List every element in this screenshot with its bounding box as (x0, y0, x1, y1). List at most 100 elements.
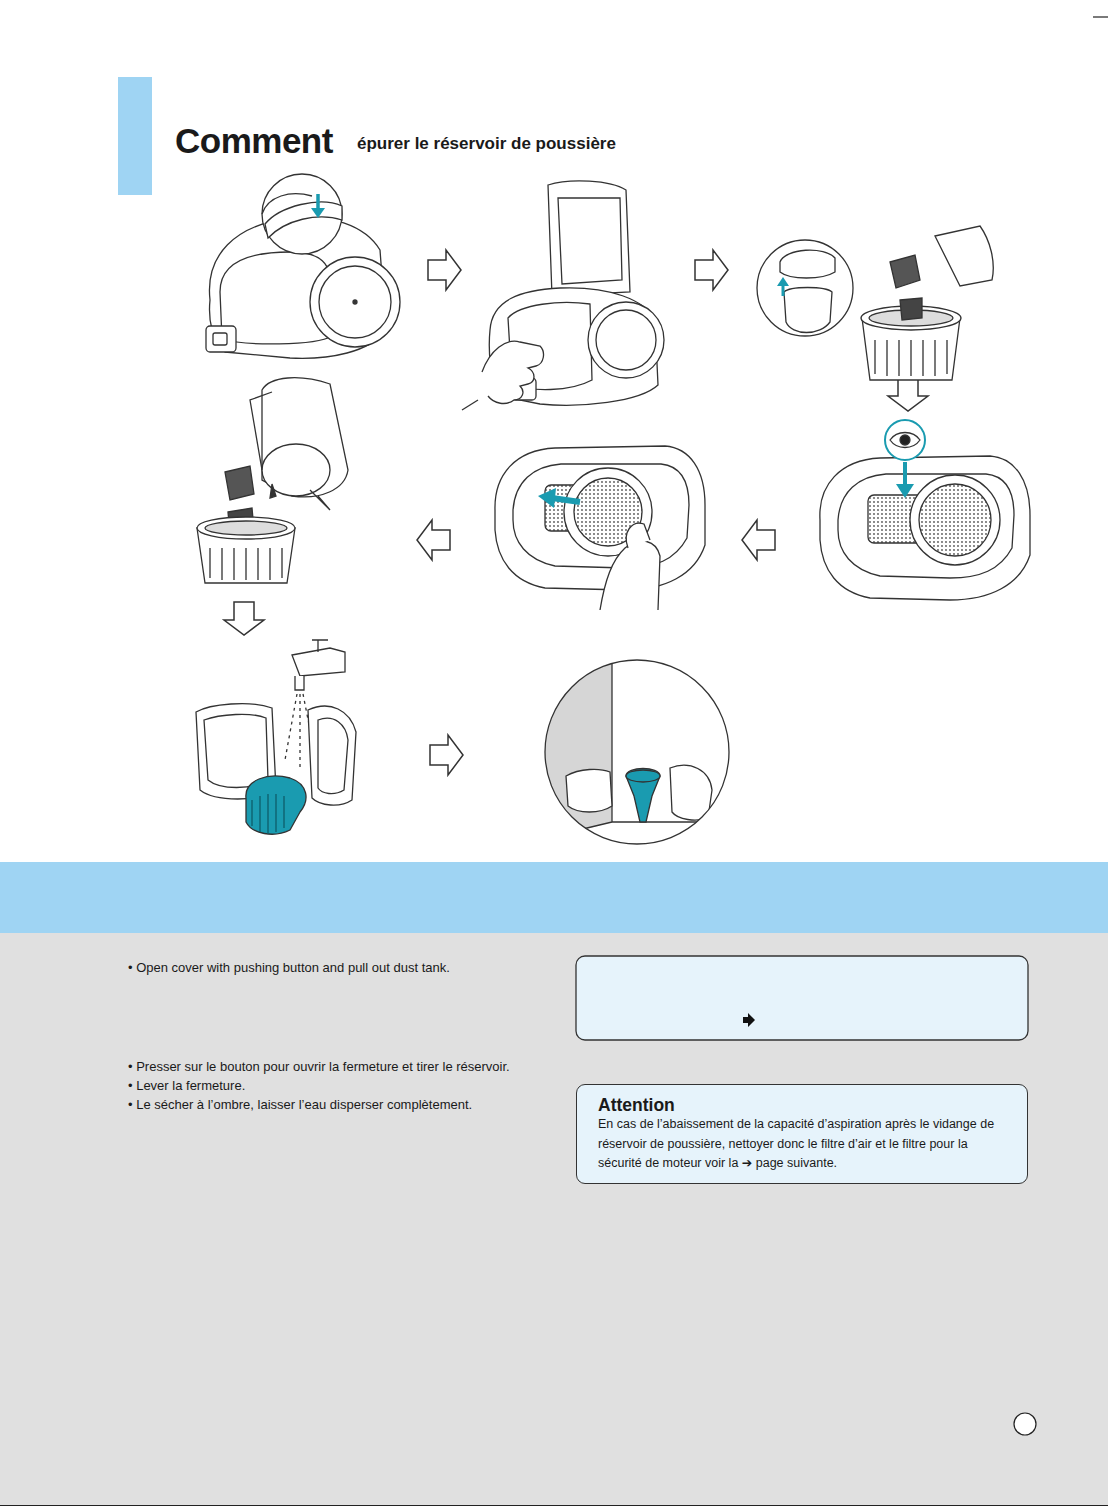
vacuum-open-part (588, 302, 664, 378)
tank-separation-part (875, 340, 947, 376)
washing-part (295, 676, 304, 690)
filter-housing-part (820, 456, 1030, 600)
tank-separation (757, 226, 993, 380)
tank-separation-part (935, 226, 993, 286)
vacuum-closed-part (213, 333, 227, 345)
vacuum-closed-part (262, 174, 342, 254)
attention-heading: Attention (598, 1095, 1011, 1115)
drying-part-part (545, 660, 612, 840)
filter-housing-part (838, 474, 1014, 578)
washing-part (246, 776, 306, 834)
filter-housing-part (910, 475, 1000, 565)
pull-arrow-part (552, 498, 580, 502)
instruction: • Open cover with pushing button and pul… (128, 960, 450, 976)
filter-housing-part (900, 435, 910, 445)
vacuum-closed-part (265, 202, 342, 238)
vacuum-open-part (462, 400, 478, 410)
filter-housing-part (885, 420, 925, 460)
pull-arrow (538, 488, 580, 508)
tank-separation-part (900, 298, 922, 320)
tank-emptying-part (250, 392, 272, 470)
note-box-part (576, 956, 1028, 1040)
vacuum-closed-part (310, 257, 400, 347)
page-furniture-part (118, 77, 152, 195)
press-arrow-part (311, 208, 325, 218)
page-furniture-part (0, 862, 1108, 933)
washing-part (312, 640, 328, 652)
tank-separation-part (784, 288, 832, 333)
tank-emptying-part (210, 548, 282, 580)
tank-emptying-part (310, 490, 330, 510)
instruction: • Presser sur le bouton pour ouvrir la f… (128, 1059, 510, 1075)
step-arrow-part (742, 520, 775, 560)
washing-part (292, 648, 345, 676)
washing-part (252, 794, 284, 834)
tank-separation-part (780, 250, 835, 278)
page-title: Comment (175, 120, 333, 162)
drying-part-part (566, 769, 612, 812)
step-arrow-part (224, 602, 264, 635)
drying-part-part (545, 660, 729, 844)
press-arrow (311, 194, 325, 218)
filter-removal-part (564, 468, 652, 556)
tank-emptying-part (197, 517, 295, 539)
look-arrow-part (896, 484, 914, 498)
vacuum-closed-part (353, 300, 357, 304)
page-furniture-part (0, 933, 1108, 1505)
lift-arrow (777, 277, 789, 296)
instruction: • Le sécher à l’ombre, laisser l’eau dis… (128, 1097, 472, 1113)
lift-arrow-part (777, 277, 789, 286)
vacuum-open-part (558, 198, 622, 284)
tank-emptying-part (225, 466, 254, 500)
vacuum-open-part (548, 181, 630, 296)
step-arrow-part (428, 250, 461, 290)
subtitle: épurer le réservoir de poussière (357, 134, 616, 154)
vacuum-closed (206, 174, 400, 358)
tank-emptying (197, 378, 348, 583)
drying (545, 660, 729, 844)
filter-housing (820, 420, 1030, 600)
drying-part-part (626, 769, 660, 823)
page-furniture (0, 17, 1108, 1506)
vacuum-open-part (482, 341, 543, 403)
vacuum-closed-part (319, 266, 391, 338)
filter-housing-part (890, 433, 920, 448)
look-arrow (896, 462, 914, 498)
vacuum-open (462, 181, 664, 410)
page-furniture-part (1014, 1413, 1036, 1435)
filter-housing-part (919, 484, 991, 556)
instruction: • Lever la fermeture. (128, 1078, 245, 1094)
tank-separation-part (757, 240, 853, 336)
filter-removal-part (495, 446, 705, 590)
vacuum-open-part (596, 310, 656, 370)
attention-box: AttentionEn cas de l’abaissement de la c… (576, 1084, 1028, 1184)
attention-body: En cas de l’abaissement de la capacité d… (598, 1115, 1011, 1173)
washing-part (308, 706, 356, 805)
vacuum-closed-part (262, 194, 312, 214)
tank-emptying-part (270, 484, 276, 498)
step-arrow-part (888, 378, 928, 411)
step-arrow-part (430, 735, 463, 775)
filter-removal (495, 446, 705, 610)
tank-separation-part (890, 255, 920, 288)
filter-removal-part (600, 541, 660, 610)
drying-part-part (670, 765, 712, 820)
page-furniture-part (0, 1505, 1108, 1506)
pull-arrow-part (538, 488, 556, 508)
filter-removal-part (626, 523, 650, 548)
press-arrow-part (316, 194, 320, 210)
page-furniture-part (1093, 16, 1108, 17)
drying-part (545, 660, 729, 844)
drying-part-part (626, 770, 660, 782)
step-arrow-part (417, 520, 450, 560)
tank-emptying-part (262, 378, 348, 497)
note-box-part (743, 1013, 755, 1027)
vacuum-closed-part (206, 326, 236, 352)
filter-removal-part (513, 464, 689, 568)
washing-part (318, 718, 348, 793)
note-box (576, 956, 1028, 1040)
washing-part (204, 714, 268, 787)
